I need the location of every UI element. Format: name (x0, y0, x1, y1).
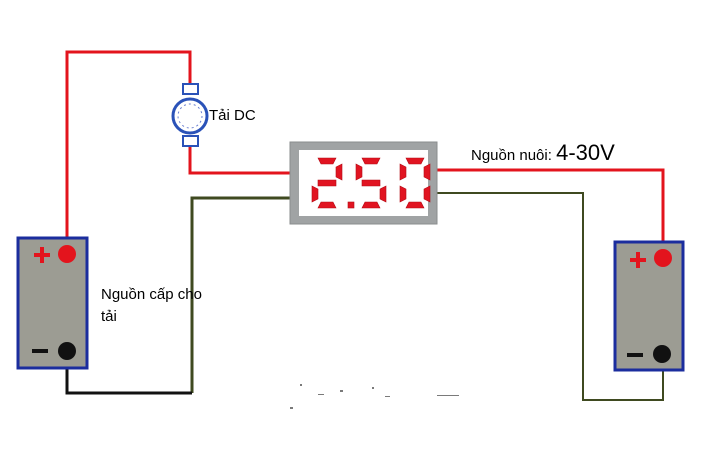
power-range: 4-30V (556, 140, 615, 165)
digit-0-segment-d (317, 201, 337, 209)
battery-right-negative-terminal (653, 345, 671, 363)
minus-icon (32, 349, 48, 353)
power-label: Nguồn nuôi: 4-30V (471, 140, 615, 166)
plus-icon-vertical (636, 252, 640, 268)
digit-0-segment-a (317, 157, 337, 165)
digital-meter (289, 141, 438, 225)
digit-2-segment-a (405, 157, 425, 165)
battery-right-positive-terminal (654, 249, 672, 267)
digit-2-segment-d (405, 201, 425, 209)
digit-1-segment-a (361, 157, 381, 165)
wires (65, 50, 665, 401)
digit-1-segment-f (355, 163, 363, 181)
power-label-text: Nguồn nuôi: (471, 147, 552, 164)
seven-segment-display (311, 157, 431, 209)
digit-2-segment-b (423, 163, 431, 181)
battery-left-negative-terminal (58, 342, 76, 360)
digit-2-segment-f (399, 163, 407, 181)
digit-0-segment-e (311, 185, 319, 203)
digit-0-segment-b (335, 163, 343, 181)
battery-left-positive-terminal (58, 245, 76, 263)
scan-artifacts (290, 384, 459, 409)
digit-2-segment-e (399, 185, 407, 203)
digit-1-segment-g (361, 179, 381, 187)
wire-meter-to-right-negative (437, 192, 664, 401)
minus-icon (627, 353, 643, 357)
dc-motor-icon (171, 83, 209, 147)
wire-meter-negative (190, 196, 290, 393)
supply-label: Nguồn cấp cho tải (101, 286, 202, 325)
digit-0-segment-g (317, 179, 337, 187)
wire-battery-left-positive (65, 50, 192, 254)
digit-1-segment-d (361, 201, 381, 209)
digit-2-segment-c (423, 185, 431, 203)
wire-motor-to-meter (188, 146, 290, 175)
wire-meter-to-right-positive (437, 168, 665, 256)
battery-left (16, 236, 89, 370)
plus-icon-vertical (40, 247, 44, 263)
digit-1-segment-c (379, 185, 387, 203)
decimal-point (347, 201, 355, 209)
load-label: Tải DC (209, 107, 256, 124)
battery-right (613, 240, 685, 372)
